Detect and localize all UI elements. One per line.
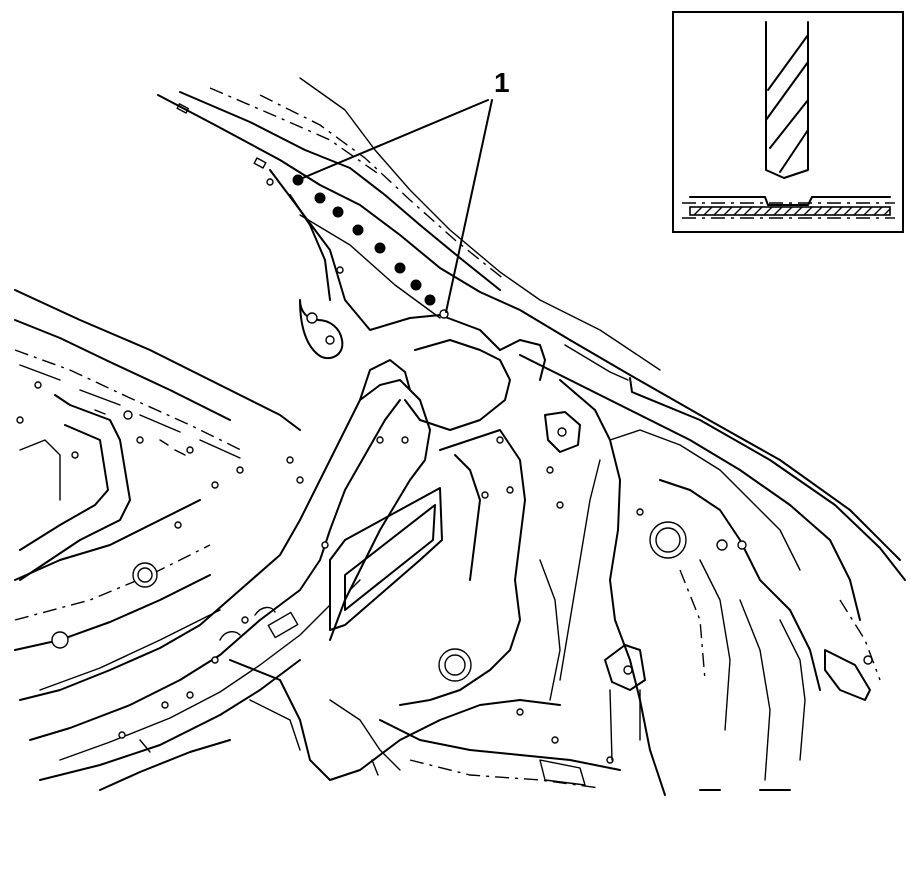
weld-point	[424, 294, 436, 306]
center-bracket	[267, 339, 581, 706]
callout-label: 1	[494, 67, 510, 98]
weld-point	[394, 262, 406, 274]
hinge-pillar	[19, 359, 431, 781]
weld-point	[314, 192, 326, 204]
drill-bit-icon	[765, 21, 809, 179]
weld-seam	[292, 174, 449, 319]
panel-section	[682, 196, 895, 219]
pillar-reinforcement	[176, 103, 501, 360]
weld-point	[374, 242, 386, 254]
weld-point	[410, 279, 422, 291]
lower-floor	[99, 659, 621, 791]
weld-point	[352, 224, 364, 236]
rear-structure	[519, 354, 881, 796]
weld-point	[332, 206, 344, 218]
inset-detail	[672, 11, 904, 233]
cowl-panel	[14, 289, 301, 691]
callout-1: 1	[297, 67, 510, 313]
inset-frame	[672, 11, 904, 233]
roof-rail	[157, 77, 906, 581]
